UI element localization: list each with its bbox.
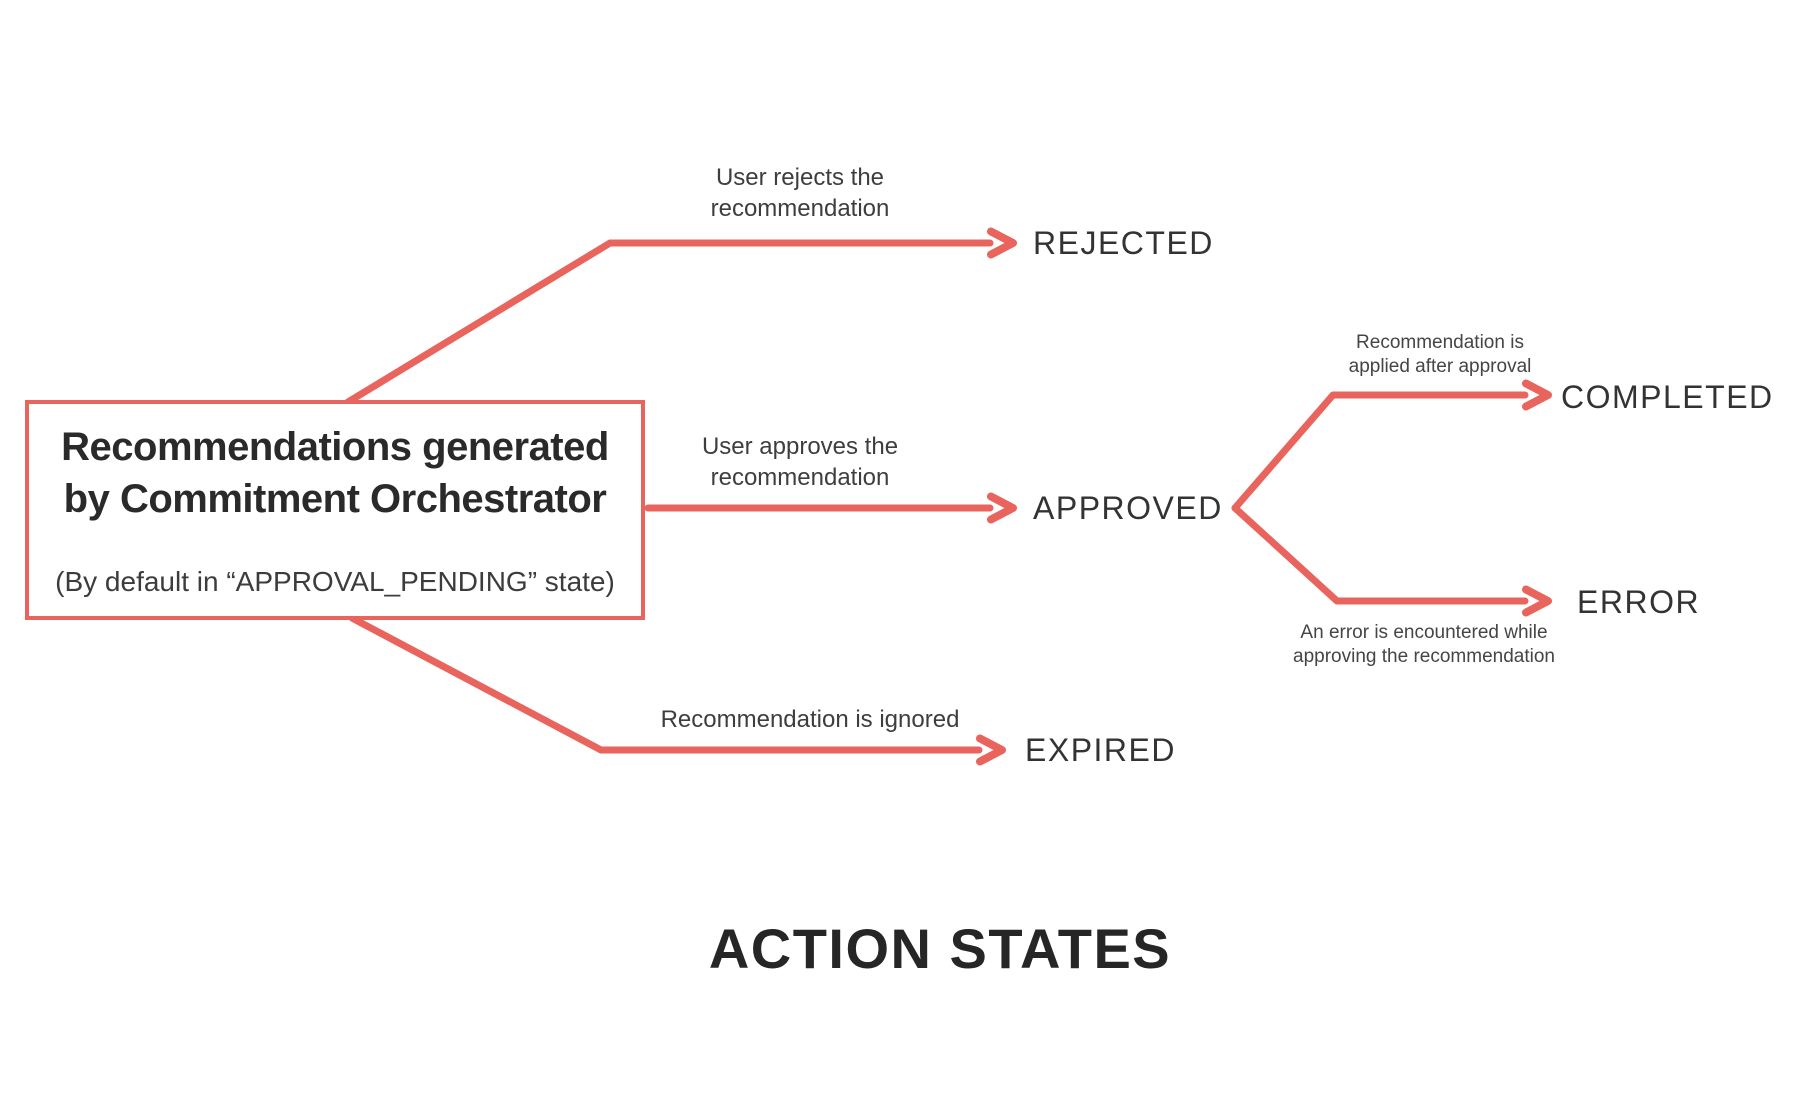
state-approved: APPROVED <box>1033 490 1223 526</box>
transition-label-expire: Recommendation is ignored <box>661 704 960 735</box>
state-expired: EXPIRED <box>1025 732 1176 768</box>
arrow-reject-line <box>344 239 994 406</box>
transition-label-reject-line2: recommendation <box>710 195 890 222</box>
source-box-title-line2: by Commitment Orchestrator <box>63 477 607 521</box>
source-box-title-line1: Recommendations generated <box>61 425 609 469</box>
source-box-subtitle: (By default in “APPROVAL_PENDING” state) <box>55 566 615 597</box>
arrow-expire-head <box>976 734 1006 766</box>
transition-label-complete: Recommendation is applied after approval <box>1349 331 1532 379</box>
transition-label-error-line1: An error is encountered while <box>1300 622 1548 643</box>
transition-label-complete-line1: Recommendation is <box>1356 332 1524 353</box>
diagram-title: ACTION STATES <box>708 917 1172 980</box>
arrow-approve-head <box>987 492 1017 524</box>
arrow-complete-line <box>1231 391 1529 512</box>
state-error: ERROR <box>1577 584 1701 620</box>
source-box: Recommendations generated by Commitment … <box>25 400 645 620</box>
transition-label-complete-line2: applied after approval <box>1348 356 1532 377</box>
transition-label-error-line2: approving the recommendation <box>1293 646 1555 667</box>
arrow-error-line <box>1231 504 1529 605</box>
arrow-expire-line <box>348 614 983 754</box>
transition-label-approve-line2: recommendation <box>710 464 890 491</box>
arrow-reject-head <box>987 227 1017 259</box>
transition-label-error: An error is encountered while approving … <box>1293 621 1555 669</box>
transition-label-approve-line1: User approves the <box>701 433 899 460</box>
state-rejected: REJECTED <box>1033 225 1214 261</box>
source-box-title: Recommendations generated by Commitment … <box>29 421 641 525</box>
arrow-error-head <box>1522 585 1552 617</box>
transition-label-approve: User approves the recommendation <box>702 431 898 493</box>
state-completed: COMPLETED <box>1561 379 1774 415</box>
transition-label-reject-line1: User rejects the <box>715 164 885 191</box>
arrow-complete-head <box>1522 379 1552 411</box>
transition-label-reject: User rejects the recommendation <box>711 162 890 224</box>
transition-label-expire-line1: Recommendation is ignored <box>660 706 960 733</box>
